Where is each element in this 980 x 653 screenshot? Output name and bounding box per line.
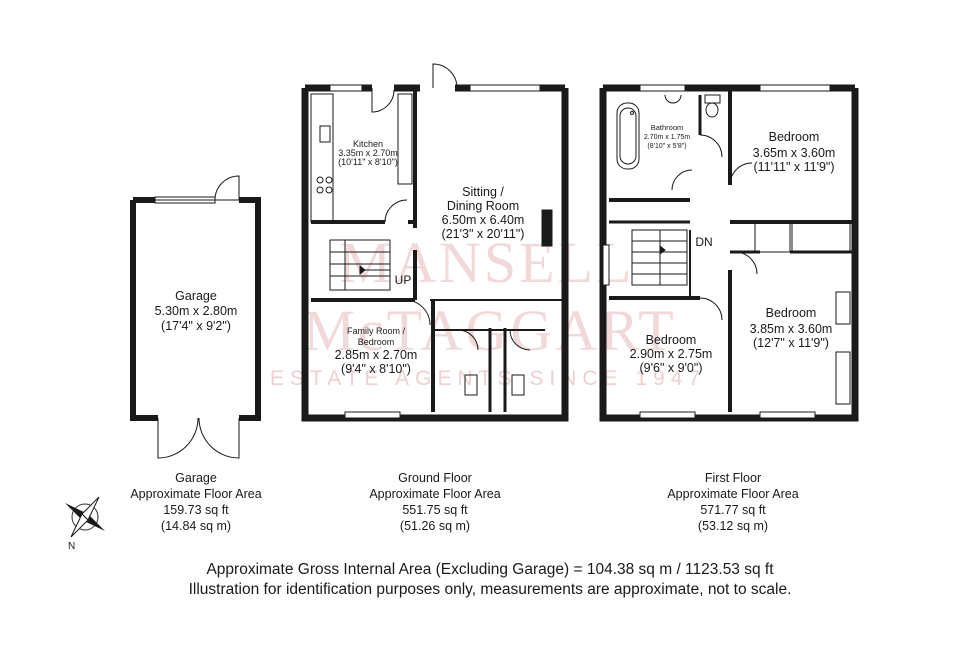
sitting-name-line1: Sitting / — [462, 185, 504, 199]
bathroom-imperial: (8'10" x 5'8") — [647, 143, 686, 150]
disclaimer-note: Illustration for identification purposes… — [188, 581, 792, 598]
gross-area-note: Approximate Gross Internal Area (Excludi… — [206, 561, 774, 578]
ground-floor-caption-area-label: Approximate Floor Area — [369, 487, 501, 501]
first-floor-caption-title: First Floor — [704, 471, 762, 485]
kitchen-metric: 3.35m x 2.70m — [338, 148, 398, 158]
ground-floor-caption: Ground Floor Approximate Floor Area 551.… — [355, 470, 515, 534]
watermark-brand-line1: MANSELL — [340, 230, 635, 295]
garage-caption: Garage Approximate Floor Area 159.73 sq … — [116, 470, 276, 534]
compass-icon — [65, 496, 105, 538]
ground-floor-caption-sqm: (51.26 sq m) — [399, 519, 471, 533]
ground-stairs-label: UP — [395, 273, 412, 287]
garage-plan — [130, 175, 261, 459]
kitchen-imperial: (10'11" x 8'10") — [338, 157, 398, 167]
family-imperial: (9'4" x 8'10") — [341, 362, 411, 376]
first-floor-labels: Bathroom 2.70m x 1.75m (8'10" x 5'8") Be… — [630, 123, 836, 375]
garage-caption-title: Garage — [175, 471, 217, 485]
first-floor-caption: First Floor Approximate Floor Area 571.7… — [653, 470, 813, 534]
bedroom-top-right-metric: 3.65m x 3.60m — [753, 146, 836, 160]
kitchen-name: Kitchen — [353, 139, 383, 149]
first-floor-plan — [599, 84, 859, 422]
garage-name: Garage — [175, 289, 217, 303]
garage-caption-area-label: Approximate Floor Area — [130, 487, 262, 501]
bedroom-top-right-name: Bedroom — [769, 130, 820, 144]
watermark-tagline: ESTATE AGENTS SINCE 1947 — [270, 367, 706, 390]
ground-floor-caption-sqft: 551.75 sq ft — [402, 503, 468, 517]
family-metric: 2.85m x 2.70m — [335, 348, 418, 362]
family-name-line2: Bedroom — [358, 337, 395, 347]
ground-floor-plan — [301, 63, 569, 422]
bedroom-bottom-left-imperial: (9'6" x 9'0") — [640, 361, 703, 375]
bedroom-bottom-right-metric: 3.85m x 3.60m — [750, 322, 833, 336]
garage-imperial: (17'4" x 9'2") — [161, 319, 231, 333]
bedroom-bottom-right-name: Bedroom — [766, 306, 817, 320]
first-floor-caption-sqft: 571.77 sq ft — [700, 503, 766, 517]
sitting-metric: 6.50m x 6.40m — [442, 213, 525, 227]
bedroom-bottom-left-name: Bedroom — [646, 333, 697, 347]
first-floor-caption-area-label: Approximate Floor Area — [667, 487, 799, 501]
sitting-imperial: (21'3" x 20'11") — [442, 227, 525, 241]
garage-caption-sqft: 159.73 sq ft — [163, 503, 229, 517]
bathroom-metric: 2.70m x 1.75m — [644, 134, 690, 141]
bedroom-bottom-right-imperial: (12'7" x 11'9") — [753, 336, 829, 350]
garage-room-label: Garage 5.30m x 2.80m (17'4" x 9'2") — [155, 289, 238, 333]
bathroom-name: Bathroom — [651, 123, 684, 132]
garage-caption-sqm: (14.84 sq m) — [160, 519, 232, 533]
sitting-name-line2: Dining Room — [447, 199, 519, 213]
ground-floor-labels: Kitchen 3.35m x 2.70m (10'11" x 8'10") S… — [335, 139, 525, 376]
bedroom-bottom-left-metric: 2.90m x 2.75m — [630, 347, 713, 361]
compass-north-label: N — [68, 541, 75, 552]
bedroom-top-right-imperial: (11'11" x 11'9") — [753, 160, 834, 174]
ground-floor-caption-title: Ground Floor — [398, 471, 472, 485]
garage-metric: 5.30m x 2.80m — [155, 304, 238, 318]
first-floor-caption-sqm: (53.12 sq m) — [697, 519, 769, 533]
family-name-line1: Family Room / — [347, 326, 406, 336]
first-stairs-label: DN — [695, 235, 712, 249]
